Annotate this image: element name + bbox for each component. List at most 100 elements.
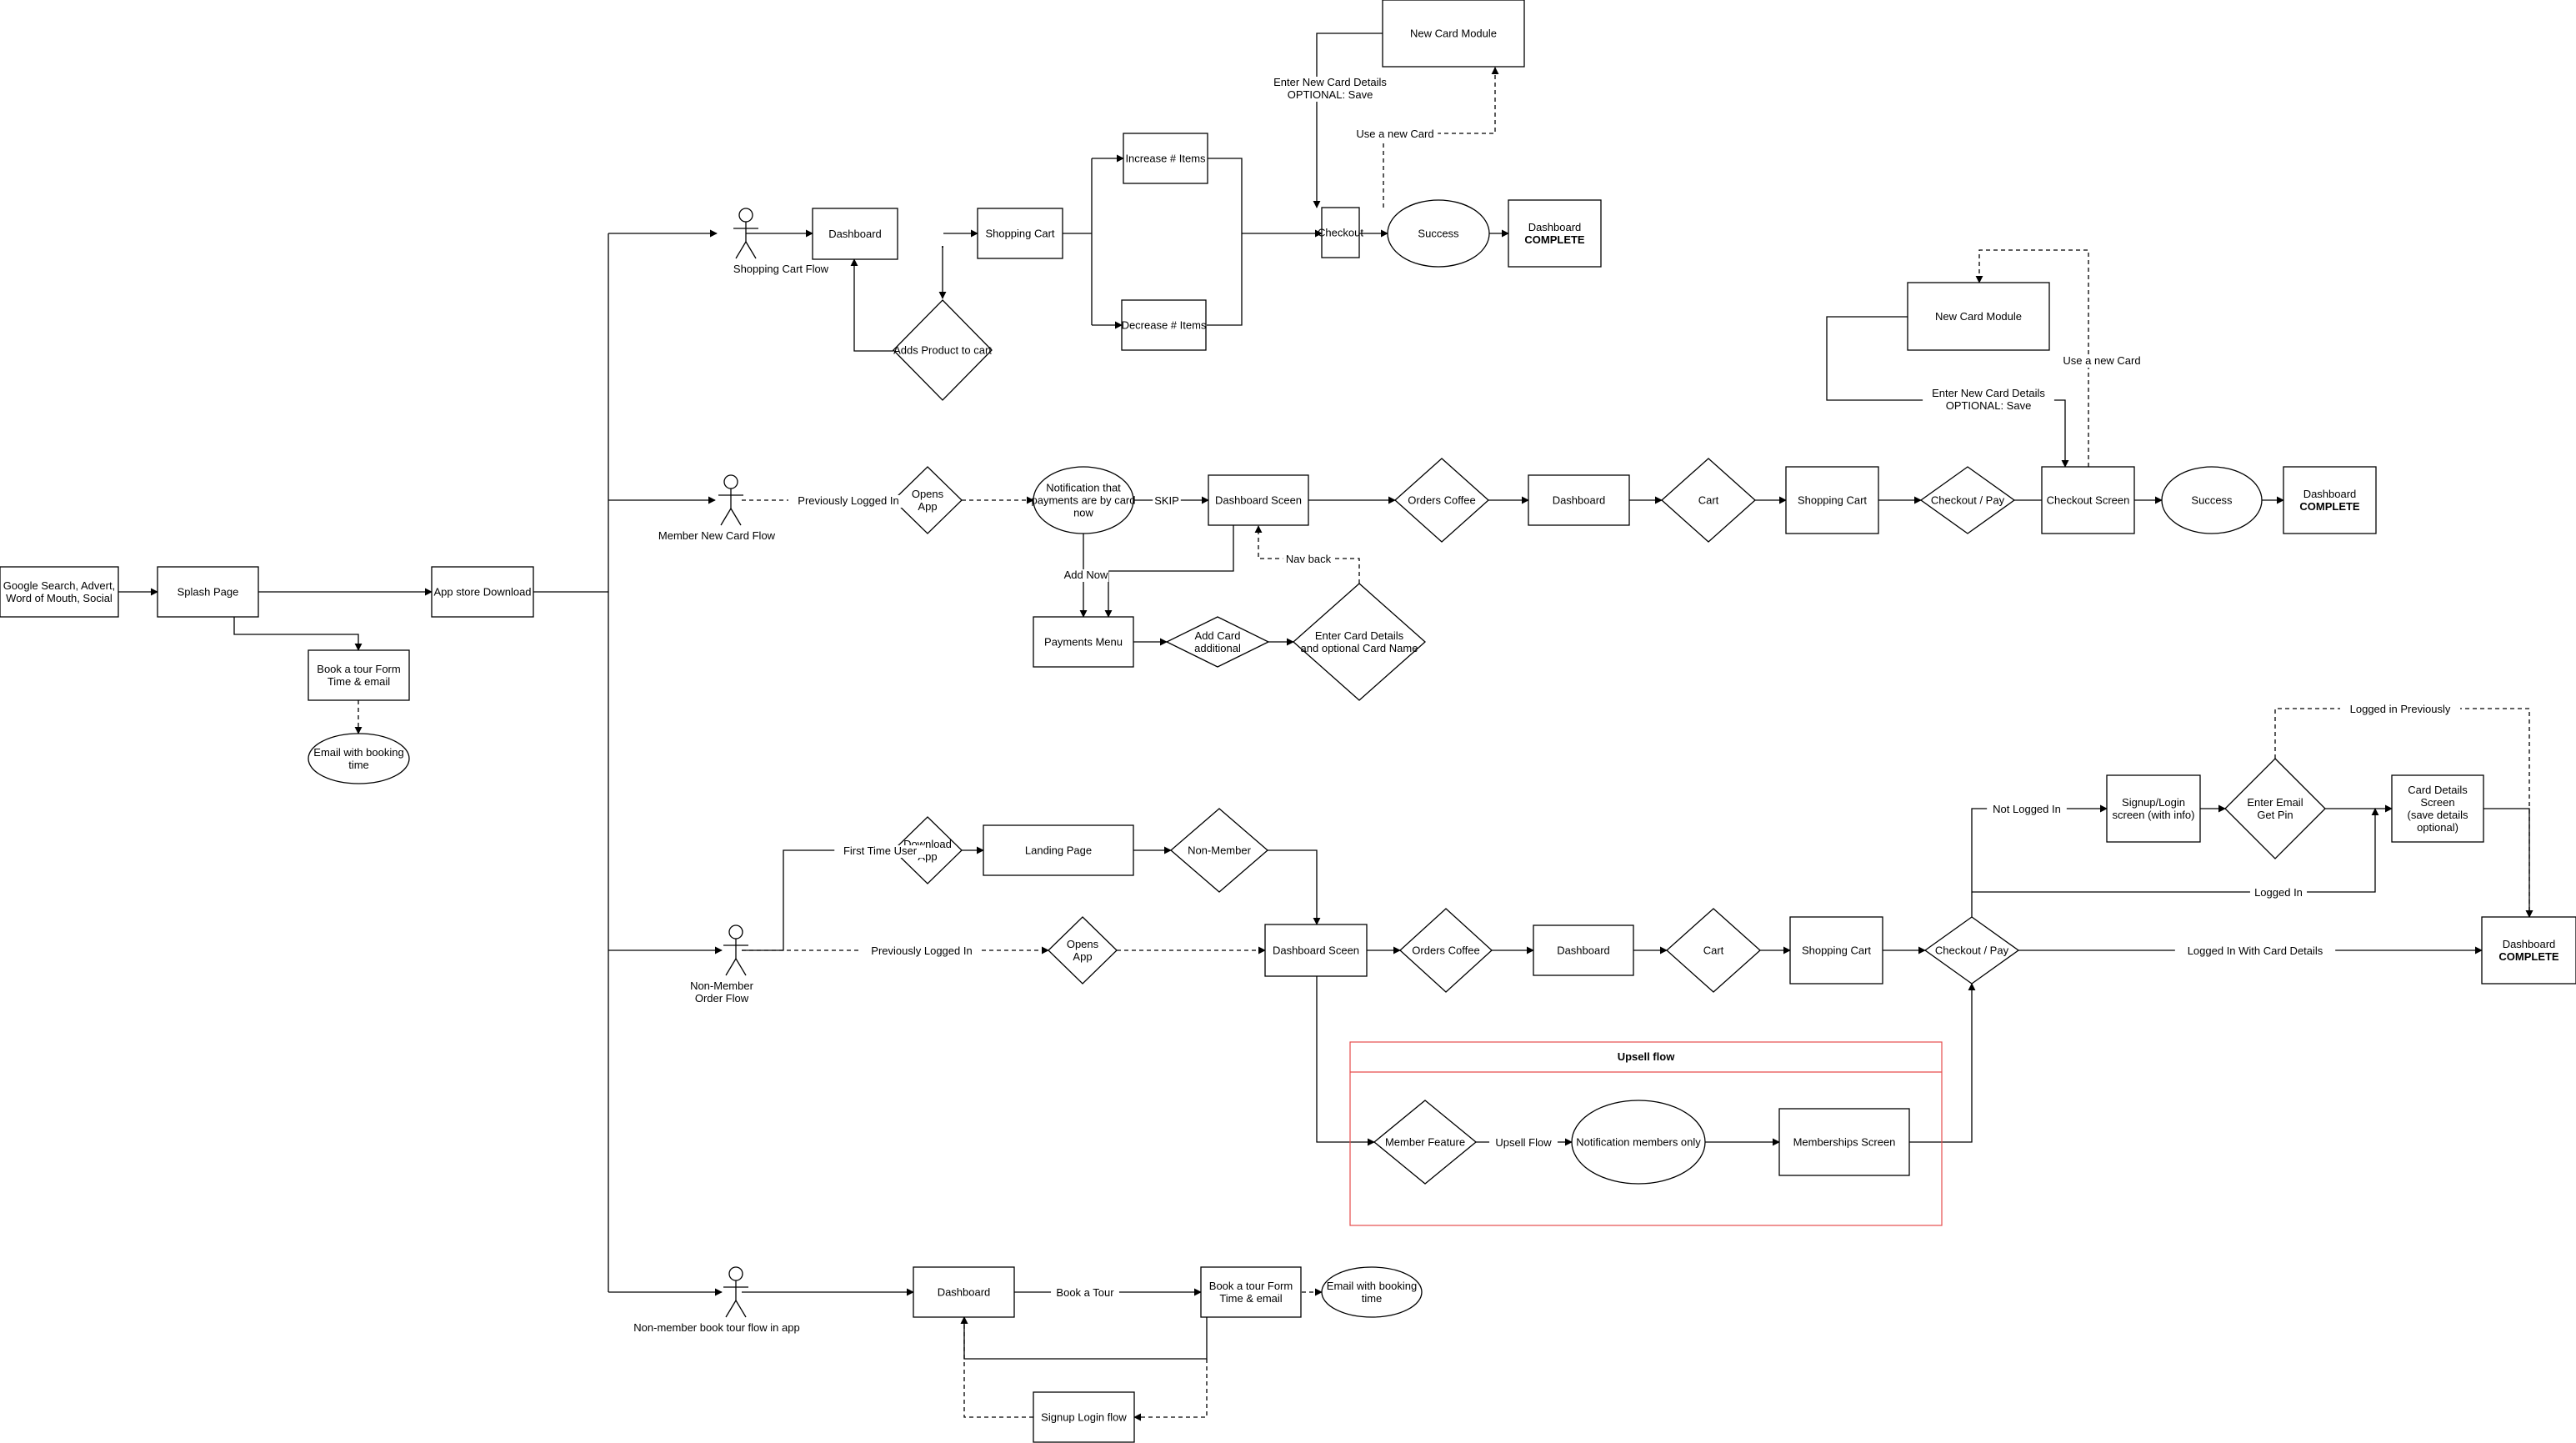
actor-label: Non-member book tour flow in app (633, 1321, 799, 1334)
edge-label-text: Nav back (1286, 553, 1332, 565)
edge-tourform-signup (1133, 1359, 1208, 1421)
node-shape (1321, 207, 1360, 258)
node-m-dash-screen: Dashboard Sceen (1208, 474, 1309, 526)
actor-icon (723, 1266, 748, 1318)
node-shape (1785, 466, 1879, 534)
node-shape (1661, 458, 1756, 543)
upsell-group-title: Upsell flow (1618, 1050, 1676, 1063)
node-shape (1264, 924, 1368, 977)
node-label: optional) (2417, 821, 2458, 834)
node-label: Enter Card Details (1315, 629, 1404, 642)
node-shape (1200, 1266, 1302, 1318)
node-n-cart-d: Cart (1666, 908, 1761, 993)
node-label: Checkout / Pay (1931, 494, 2005, 507)
node-label: Shopping Cart (1798, 494, 1867, 507)
actor-icon (733, 208, 758, 259)
node-label: additional (1194, 642, 1241, 654)
node-sources: Google Search, Advert,Word of Mouth, Soc… (0, 566, 119, 618)
node-label: Dashboard (2303, 488, 2357, 500)
node-m-new-card: New Card Module (1907, 282, 2050, 351)
edge-label-lbl-logged-prev: Logged in Previously (2340, 703, 2460, 716)
node-label: Email with booking (1327, 1280, 1417, 1292)
node-t-dashboard: Dashboard (913, 1266, 1015, 1318)
node-label: Splash Page (178, 586, 239, 599)
node-label: Dashboard Sceen (1273, 944, 1359, 957)
node-m-shopping-cart: Shopping Cart (1785, 466, 1879, 534)
actor-label: Shopping Cart Flow (733, 263, 829, 275)
node-label: Checkout / Pay (1935, 944, 2009, 957)
node-shape (1293, 583, 1426, 701)
edge-label-text: Enter New Card Details (1273, 76, 1387, 88)
node-label: Memberships Screen (1793, 1136, 1896, 1149)
edge-label-lbl-logged-in: Logged In (2249, 886, 2308, 899)
edge-label-text: OPTIONAL: Save (1946, 399, 2032, 412)
node-n-shopping-cart: Shopping Cart (1789, 916, 1883, 985)
node-shape (1170, 808, 1268, 893)
node-sc-cart: Shopping Cart (977, 208, 1063, 259)
edge-carddetails-complete (2483, 808, 2533, 918)
node-shape (1907, 282, 2050, 351)
edge-label-lbl-first-time: First Time User (834, 844, 926, 858)
node-label: New Card Module (1410, 28, 1497, 40)
edge-newcard-checkout (1313, 33, 1383, 208)
node-shape (2161, 466, 2263, 534)
node-label: Time & email (328, 675, 390, 688)
edge-checkoutpay-signup (1971, 804, 2108, 917)
edge-label-text: First Time User (843, 844, 918, 857)
node-shape (1208, 474, 1309, 526)
node-label: App store Download (433, 586, 531, 599)
node-actor-member: Member New Card Flow (658, 474, 776, 542)
node-shape (893, 816, 963, 884)
node-shape (1321, 1266, 1423, 1318)
edge-loggedin-carddetails (1972, 808, 2379, 893)
edge-label-text: Use a new Card (2063, 354, 2140, 367)
edge-label-text: Logged in Previously (2350, 703, 2451, 715)
edge-label-lbl-not-logged: Not Logged In (1987, 803, 2067, 816)
edge-memberships-checkout (1909, 983, 1976, 1143)
edge-loggedprev (2274, 708, 2533, 918)
edge-label-text: Add Now (1064, 569, 1108, 581)
node-label: Google Search, Advert, (3, 579, 115, 592)
node-label: Cart (1698, 494, 1719, 507)
node-label: Notification that (1046, 482, 1121, 494)
node-shape (1123, 133, 1208, 184)
node-shape (893, 466, 963, 534)
node-label: Dashboard (828, 228, 882, 240)
edge-label-lbl-skip: SKIP (1153, 494, 1181, 508)
node-shape (1789, 916, 1883, 985)
node-m-success: Success (2161, 466, 2263, 534)
node-appstore: App store Download (431, 566, 534, 618)
node-label: Non-Member (1188, 844, 1252, 857)
edge-label-text: Previously Logged In (798, 494, 898, 507)
node-shape (1121, 299, 1207, 351)
node-label: Success (1418, 228, 1459, 240)
node-m-cart-d: Cart (1661, 458, 1756, 543)
edge-signup-dashboard (960, 1316, 1033, 1418)
node-actor-tour: Non-member book tour flow in app (633, 1266, 800, 1334)
edge-label-lbl-upsell: Upsell Flow (1489, 1136, 1558, 1150)
edge-label-text: Book a Tour (1056, 1286, 1114, 1299)
node-label: Book a tour Form (317, 663, 400, 675)
node-n-orders: Orders Coffee (1399, 908, 1493, 993)
edge-label-text: SKIP (1154, 494, 1179, 507)
node-label: Enter Email (2247, 796, 2303, 809)
edge-splash-tourform (233, 617, 363, 651)
node-label: payments are by card (1031, 494, 1135, 507)
node-shape (1528, 474, 1630, 526)
node-shape (1508, 199, 1602, 268)
node-m-checkout-pay: Checkout / Pay (1919, 466, 2016, 534)
node-shape (308, 649, 410, 701)
node-shape (1382, 0, 1525, 68)
node-label: Opens (1067, 938, 1099, 950)
node-label: Time & email (1219, 1292, 1282, 1305)
node-label: time (348, 759, 369, 771)
node-shape (1033, 616, 1134, 668)
node-sc-new-card: New Card Module (1382, 0, 1525, 68)
actor-icon (723, 924, 748, 976)
